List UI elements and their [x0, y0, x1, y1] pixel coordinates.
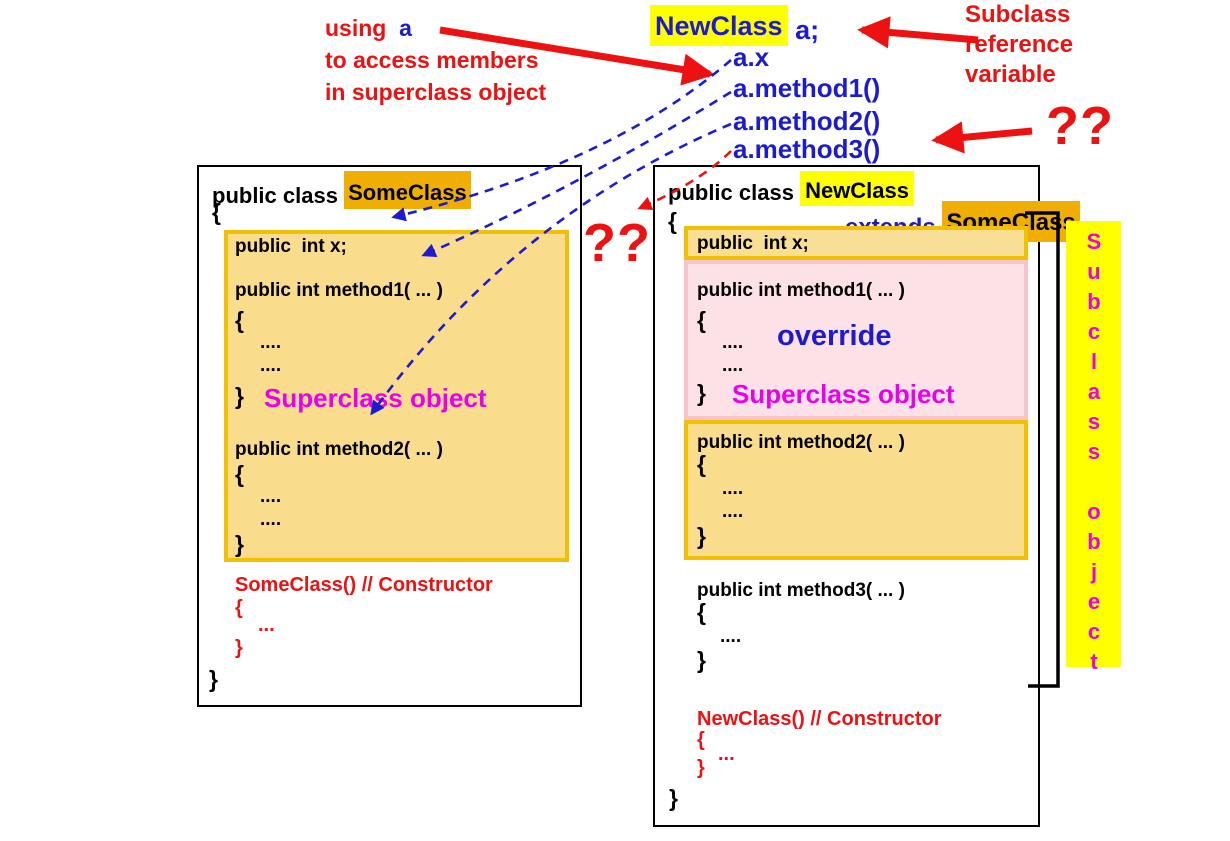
inherited-field-row: public int x; — [684, 226, 1028, 260]
newclass-field-x: public int x; — [697, 233, 809, 254]
using-space — [386, 15, 399, 41]
someclass-open-brace: { — [212, 199, 221, 225]
method2-close-brace: } — [235, 531, 244, 557]
method2-open-brace: { — [235, 461, 244, 487]
newclass-method2-sig: public int method2( ... ) — [697, 432, 905, 453]
newclass-constructor: NewClass() // Constructor — [697, 708, 942, 730]
superclass-object-region-left: public int x; public int method1( ... ) … — [224, 230, 569, 562]
someclass-constructor: SomeClass() // Constructor — [235, 574, 493, 596]
method1-body-dots: .... — [722, 355, 744, 376]
question-marks-method3: ?? — [1046, 96, 1114, 156]
access-a-method1: a.method1() — [733, 73, 881, 103]
question-marks-middle: ?? — [583, 213, 651, 273]
method1-body-dots: .... — [722, 332, 744, 353]
method3-open-brace: { — [697, 599, 706, 625]
someclass-title: public class SomeClass — [212, 171, 471, 209]
using-word: using — [325, 15, 387, 41]
inherited-members-region: public int x; public int method1( ... ) … — [684, 226, 1028, 560]
overridden-method1-region: public int method1( ... ) { .... overrid… — [684, 260, 1028, 420]
method2-body-dots: .... — [722, 478, 744, 499]
someclass-close-brace: } — [209, 666, 218, 692]
method3-body-dots: .... — [720, 626, 742, 647]
newclass-title-name: NewClass — [800, 171, 915, 206]
arrow-subclassref-to-declaration — [857, 16, 979, 49]
someclass-title-prefix: public class — [212, 183, 345, 208]
subclass-ref-line3: variable — [965, 61, 1056, 88]
access-a-x: a.x — [733, 42, 770, 72]
method2-body-dots: .... — [260, 486, 282, 507]
newclass-method1-sig: public int method1( ... ) — [697, 280, 905, 301]
using-note-line1: using a — [325, 12, 412, 44]
someclass-title-name: SomeClass — [344, 171, 471, 209]
declaration-classname: NewClass — [650, 5, 788, 46]
method2-close-brace: } — [697, 523, 706, 549]
newclass-title-prefix: public class — [668, 180, 801, 205]
someclass-method2-sig: public int method2( ... ) — [235, 439, 443, 460]
method1-close-brace: } — [235, 383, 244, 409]
someclass-method1-sig: public int method1( ... ) — [235, 280, 443, 301]
using-note-line3: in superclass object — [325, 79, 547, 105]
someclass-box: public class SomeClass { public int x; p… — [197, 165, 582, 707]
newclass-close-brace: } — [669, 785, 678, 811]
subclass-ref-line1: Subclass — [965, 1, 1071, 28]
ctor-close-brace: } — [697, 757, 705, 779]
method3-close-brace: } — [697, 647, 706, 673]
using-var-a: a — [399, 15, 412, 41]
method1-body-dots: .... — [260, 355, 282, 376]
declaration-space — [788, 15, 796, 46]
declaration-line: NewClass a; — [650, 5, 819, 46]
ctor-dots: ... — [258, 614, 275, 636]
subclass-ref-line2: reference — [965, 31, 1074, 58]
subclass-object-bar: Subclass object — [1066, 221, 1121, 679]
method1-body-dots: .... — [260, 332, 282, 353]
override-label: override — [777, 320, 892, 352]
method1-open-brace: { — [235, 307, 244, 333]
method2-open-brace: { — [697, 451, 706, 477]
subclass-object-label: Subclass object — [1081, 229, 1107, 679]
method2-body-dots: .... — [722, 501, 744, 522]
newclass-open-brace: { — [668, 208, 677, 234]
inherited-method2-region: public int method2( ... ) { .... .... } — [684, 420, 1028, 560]
someclass-field-x: public int x; — [235, 236, 347, 257]
access-a-method3: a.method3() — [733, 134, 881, 164]
using-note-line2: to access members — [325, 47, 539, 73]
method2-body-dots: .... — [260, 509, 282, 530]
method1-close-brace: } — [697, 380, 706, 406]
arrow-qq-to-method3 — [931, 121, 1033, 154]
ctor-close-brace: } — [235, 637, 243, 659]
newclass-method3-sig: public int method3( ... ) — [697, 580, 905, 601]
ctor-open-brace: { — [235, 597, 243, 619]
ctor-open-brace: { — [697, 729, 705, 751]
access-a-method2: a.method2() — [733, 106, 881, 136]
superclass-object-label-right: Superclass object — [732, 379, 955, 409]
method1-open-brace: { — [697, 307, 706, 333]
superclass-object-label-left: Superclass object — [264, 383, 487, 413]
ctor-dots: ... — [718, 743, 735, 765]
newclass-box: public class NewClass extends SomeClass … — [653, 165, 1080, 827]
declaration-variable: a; — [795, 15, 820, 45]
newclass-title: public class NewClass — [668, 171, 915, 206]
